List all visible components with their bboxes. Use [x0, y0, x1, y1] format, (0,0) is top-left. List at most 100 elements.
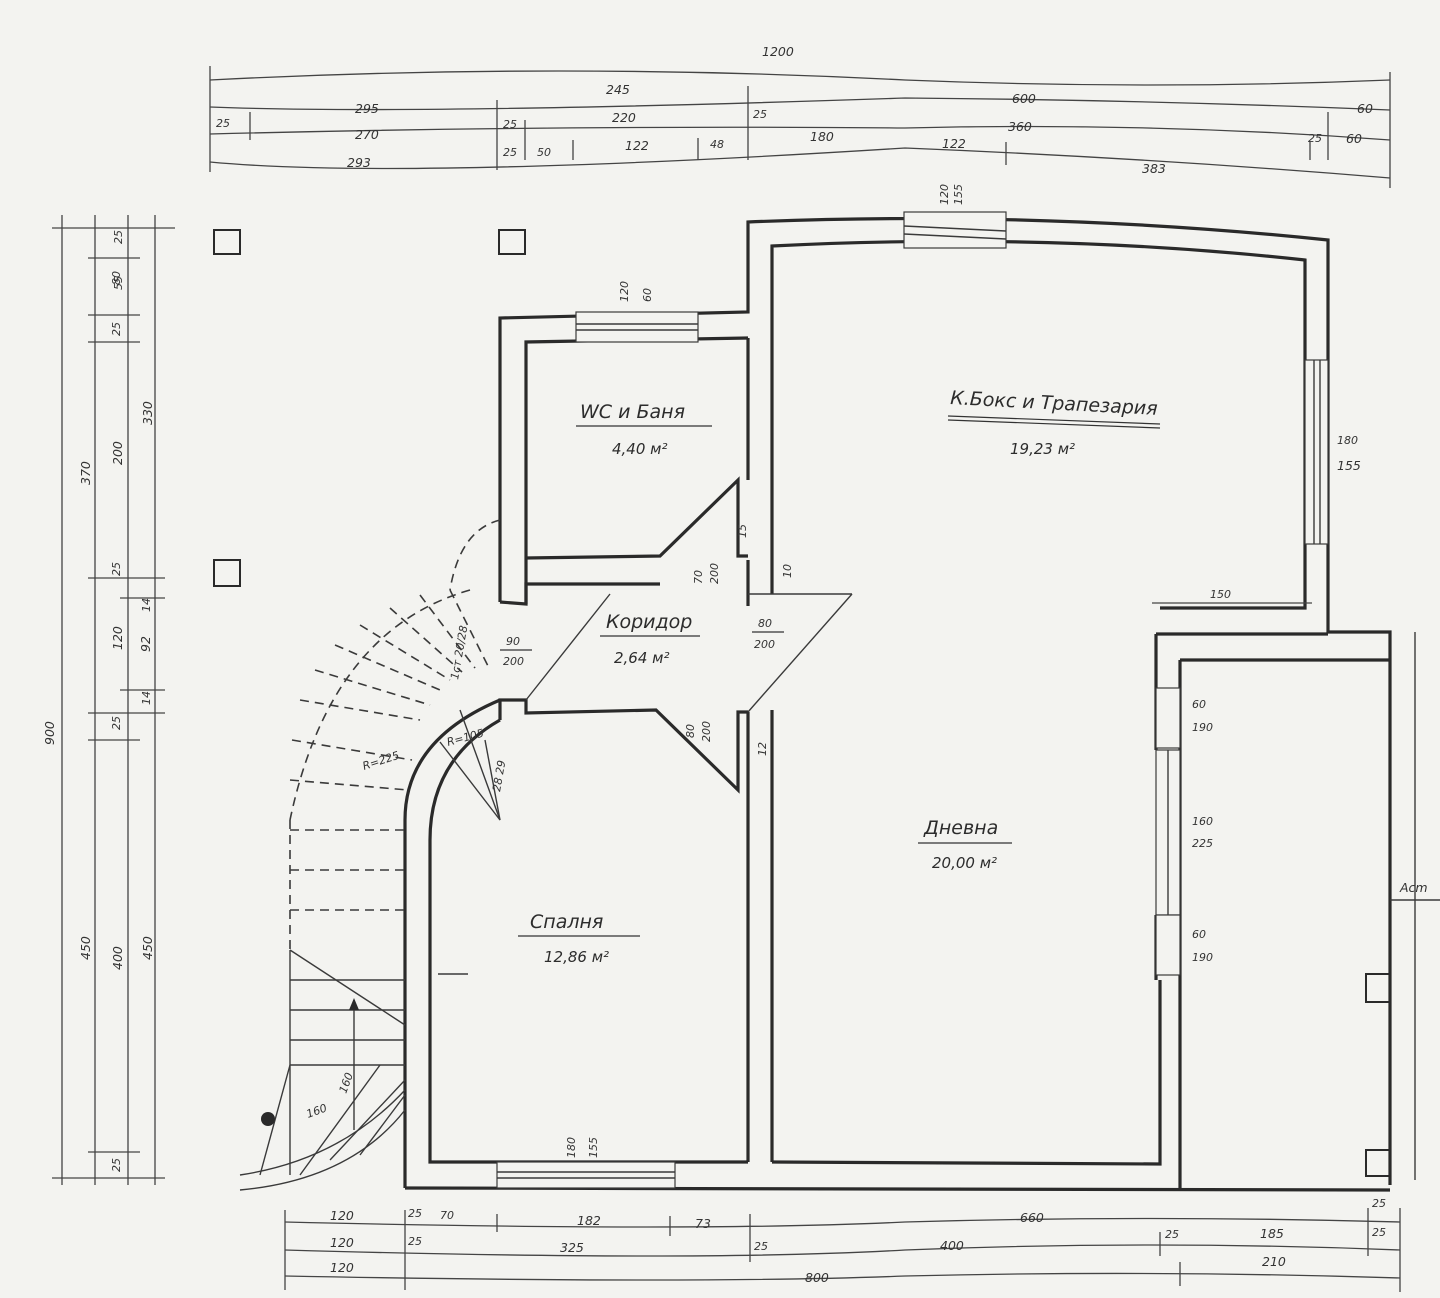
dim-top-r2-1: 270 [355, 127, 379, 142]
dim-top-total: 1200 [762, 44, 794, 59]
stair-tread-b: 28 29 [490, 759, 508, 792]
dim-top-r3-5: 180 [810, 129, 834, 144]
opening-labels: 120 60 120 155 180 155 150 70 200 15 10 … [305, 184, 1428, 1158]
dim-left-r3-1: 55 [112, 276, 125, 290]
dim-bot-r2-1: 25 [408, 1235, 422, 1248]
room-kitchen-area: 19,23 м² [1010, 440, 1075, 458]
dim-left-r3-6: 450 [140, 936, 155, 960]
room-wc-area: 4,40 м² [612, 440, 668, 458]
column-post [1365, 973, 1391, 1003]
column-post [213, 229, 241, 255]
column-post [498, 229, 526, 255]
left-dimension-texts: 900 370 450 80 25 200 25 120 25 400 25 2… [42, 230, 155, 1172]
dim-bot-r3-0: 120 [330, 1260, 354, 1275]
kitchen-top-window-h: 155 [952, 184, 965, 205]
living-door-w: 80 [684, 724, 697, 738]
room-wc-name: WC и Баня [580, 401, 685, 423]
dim-bot-r2-0: 120 [330, 1235, 354, 1250]
bedroom-window-w: 180 [565, 1137, 578, 1158]
dim-top-r2-4: 25 [753, 108, 767, 121]
dim-bot-r2-6: 185 [1260, 1226, 1284, 1241]
kitchen-side-window [1304, 359, 1329, 545]
dim-top-r2-7: 60 [1346, 131, 1362, 146]
dim-left-r2-5: 25 [110, 716, 123, 730]
dim-top-r3-6: 122 [942, 136, 966, 151]
bottom-dimension-texts: 120 25 70 182 73 660 25 120 25 325 25 40… [330, 1197, 1386, 1285]
room-living-area: 20,00 м² [932, 854, 997, 872]
dim-left-r3-3: 14 [140, 598, 153, 612]
room-corridor-name: Коридор [606, 611, 692, 633]
dim-top-r1-0: 295 [355, 101, 379, 116]
living-window-1 [1155, 687, 1181, 749]
bedroom-window [496, 1161, 676, 1189]
dim-bot-r1-5: 660 [1020, 1210, 1044, 1225]
dim-top-r2-6: 25 [1308, 132, 1322, 145]
kitchen-top-window-w: 120 [938, 184, 951, 205]
bedroom-door-w: 90 [506, 635, 520, 648]
dim-left-r3-2: 330 [140, 401, 155, 425]
dim-bot-r1-2: 70 [440, 1209, 454, 1222]
dim-left-r2-2: 200 [110, 441, 125, 465]
living-window-3 [1155, 914, 1181, 976]
kitchen-door-b: 10 [781, 564, 794, 578]
room-bedroom-name: Спалня [530, 911, 603, 933]
dim-bot-r2-5: 25 [1165, 1228, 1179, 1241]
dim-bot-r2-7: 25 [1372, 1226, 1386, 1239]
dim-left-r2-4: 120 [110, 626, 125, 650]
dim-bot-r2-3: 25 [754, 1240, 768, 1253]
dim-bot-r1-4: 73 [695, 1216, 711, 1231]
wc-window-w: 120 [618, 281, 631, 302]
dim-top-r1-1: 245 [606, 82, 630, 97]
living-door-side: 12 [756, 742, 769, 756]
dim-top-r3-0: 293 [347, 155, 371, 170]
columns [213, 229, 1391, 1177]
wc-window [575, 311, 699, 343]
living-win-3-w: 60 [1192, 928, 1206, 941]
stair-tread-a: 1ст 20/28 [448, 624, 470, 680]
room-labels: WC и Баня 4,40 м² К.Бокс и Трапезария 19… [518, 387, 1161, 966]
living-win-3-h: 190 [1192, 951, 1213, 964]
dim-left-r2-1: 25 [110, 322, 123, 336]
dim-left-r2-0: 80 [110, 271, 123, 285]
living-win-2-w: 160 [1192, 815, 1213, 828]
living-door-h: 200 [700, 721, 713, 742]
stair-post [261, 1112, 275, 1126]
wc-door-h: 200 [708, 563, 721, 584]
room-kitchen-name: К.Бокс и Трапезария [950, 387, 1158, 420]
dim-bot-r2-4: 400 [940, 1238, 964, 1253]
dim-bot-r1-6: 25 [1372, 1197, 1386, 1210]
dim-top-r2-0: 25 [216, 117, 230, 130]
bedroom-window-h: 155 [587, 1137, 600, 1158]
room-bedroom-area: 12,86 м² [544, 948, 609, 966]
kitchen-side-window-h: 155 [1337, 458, 1361, 473]
dim-top-r2-5: 360 [1008, 119, 1032, 134]
dim-top-r3-1: 25 [503, 146, 517, 159]
dim-left-r1-0: 370 [78, 461, 93, 485]
top-dimension-lines [209, 66, 1391, 188]
wc-door-w: 70 [692, 570, 705, 584]
staircase [239, 519, 501, 1191]
left-dimension-lines [52, 215, 175, 1185]
dim-left-r2-3: 25 [110, 562, 123, 576]
room-corridor-area: 2,64 м² [614, 649, 670, 667]
stair-tread-c: 160 [305, 1101, 329, 1120]
dim-bot-r3-1: 800 [805, 1270, 829, 1285]
dim-bot-r2-2: 325 [560, 1240, 584, 1255]
bedroom-door-h: 200 [503, 655, 524, 668]
living-win-2-h: 225 [1192, 837, 1213, 850]
dim-top-r1-3: 60 [1357, 101, 1373, 116]
stair-tread-d: 160 [337, 1071, 356, 1095]
dim-left-outer: 900 [42, 721, 57, 745]
dim-left-r3-4: 92 [138, 636, 153, 652]
dim-top-r2-3: 220 [612, 110, 636, 125]
kitchen-door-a: 15 [736, 524, 749, 538]
dim-bot-r1-3: 182 [577, 1213, 601, 1228]
dim-bot-r1-1: 25 [408, 1207, 422, 1220]
column-post [1365, 1149, 1391, 1177]
windows [496, 211, 1329, 1189]
dim-bot-r3-2: 210 [1262, 1254, 1286, 1269]
dim-left-r2-6: 400 [110, 946, 125, 970]
dim-left-r2-7: 25 [110, 1158, 123, 1172]
dim-left-r3-5: 14 [140, 691, 153, 705]
dim-left-r1-1: 450 [78, 936, 93, 960]
